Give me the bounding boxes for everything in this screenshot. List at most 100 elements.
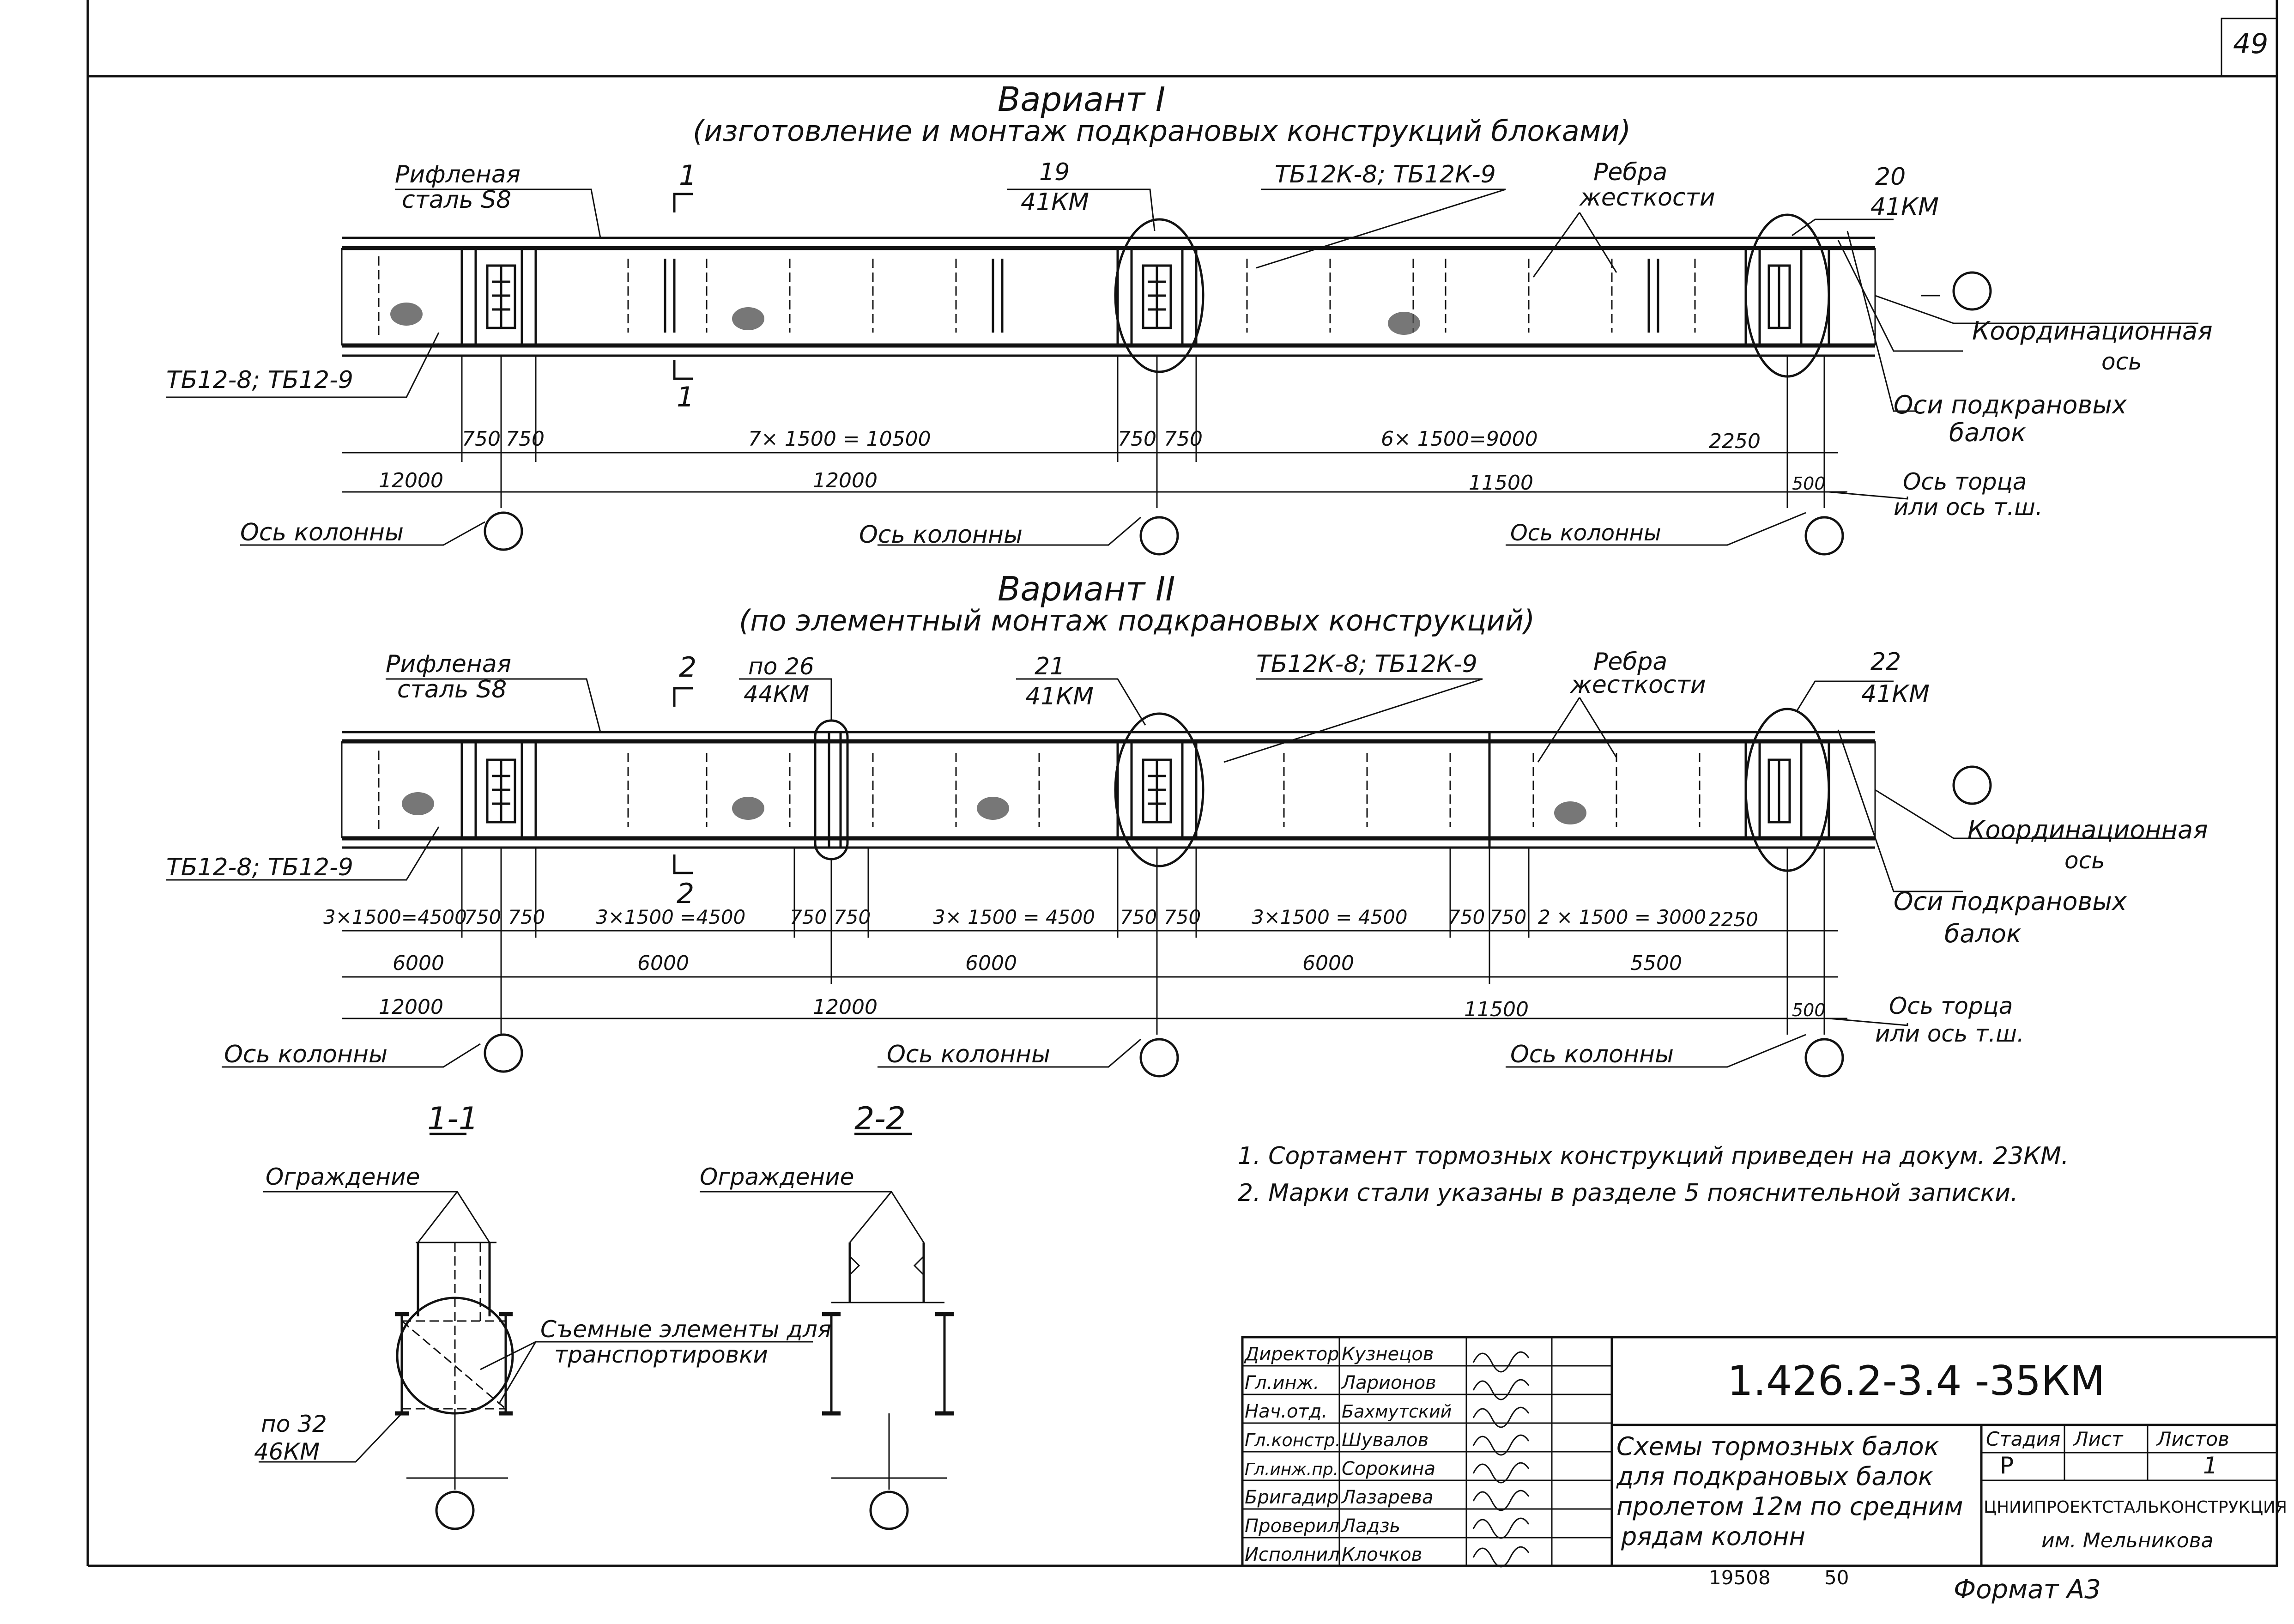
variant2-dim: 6000 [1302, 951, 1354, 975]
variant2-mark21-num: 21 [1035, 653, 1065, 680]
variant2-title: Вариант II [998, 570, 1175, 608]
variant2-dim: 750 [1164, 906, 1201, 928]
footer-number: 19508 [1709, 1566, 1771, 1589]
section-2-2-fence-label: Ограждение [700, 1163, 854, 1190]
variant1-dim: 12000 [379, 469, 443, 492]
variant1-mark19-doc: 41КМ [1021, 188, 1089, 216]
variant1-dim: 750 [1118, 427, 1156, 451]
description-line: рядам колонн [1621, 1522, 1805, 1551]
variant1-dim: 500 [1792, 473, 1826, 494]
variant1-mark19-num: 19 [1039, 158, 1070, 186]
variant2-column-axis-label: Ось колонны [887, 1041, 1050, 1068]
sheet-header: Лист [2073, 1428, 2124, 1450]
notes: 1. Сортамент тормозных конструкций приве… [1238, 1142, 2069, 1207]
variant2-plan [166, 678, 2175, 1078]
variant2-beam-axes-2: балок [1944, 919, 2022, 948]
signer-name: Клочков [1342, 1544, 1422, 1565]
section-1-1-title: 1-1 [427, 1101, 478, 1137]
variant1-beam-axes-2: балок [1949, 418, 2026, 447]
variant2-dim: 750 [1489, 906, 1526, 928]
org-sub: им. Мельникова [2041, 1529, 2214, 1552]
variant1-end-axis-1: Ось торца [1903, 468, 2027, 495]
variant2-dim: 2 × 1500 = 3000 [1538, 906, 1706, 928]
variant2-dim: 750 [1120, 906, 1157, 928]
variant2-mark26-doc: 44КМ [744, 681, 809, 708]
variant1-coord-axis-2: ось [2101, 348, 2142, 375]
variant1-subtitle: (изготовление и монтаж подкрановых конст… [693, 114, 1631, 148]
sheet-number: 49 [2233, 28, 2268, 60]
variant2-beam-axes-1: Оси подкрановых [1894, 887, 2127, 916]
title-block [1241, 1336, 2278, 1567]
variant1-column-axis-label: Ось колонны [859, 521, 1023, 549]
signer-name: Лазарева [1341, 1487, 1433, 1508]
variant2-column-axis-label: Ось колонны [1510, 1041, 1674, 1068]
variant2-dim: 3× 1500 = 4500 [933, 906, 1095, 928]
signer-name: Шувалов [1342, 1430, 1428, 1451]
variant1-dim: 11500 [1469, 471, 1533, 495]
note-2: 2. Марки стали указаны в разделе 5 поясн… [1238, 1179, 2018, 1207]
variant2-subtitle: (по элементный монтаж подкрановых констр… [739, 604, 1535, 637]
variant2-dim: 750 [464, 906, 501, 928]
variant1-dim: 6× 1500=9000 [1381, 427, 1538, 451]
variant2-mark26-num: по 26 [748, 653, 814, 680]
footer-number: 50 [1824, 1566, 1849, 1589]
variant2-dim: 750 [508, 906, 545, 928]
signer-role: Нач.отд. [1245, 1401, 1327, 1422]
variant1-mark20-doc: 41КМ [1870, 193, 1939, 221]
format-label: Формат А3 [1954, 1575, 2101, 1605]
variant1-dim: 2250 [1709, 430, 1761, 453]
section-1-1-mark32-num: по 32 [261, 1411, 327, 1437]
note-1: 1. Сортамент тормозных конструкций приве… [1238, 1142, 2069, 1170]
variant2-dim: 6000 [393, 951, 444, 975]
variant2-ribs-label-1: Ребра [1593, 648, 1667, 676]
signer-name: Ларионов [1341, 1372, 1436, 1394]
variant1-steel-label-1: Рифленая [395, 161, 521, 188]
variant1-dim: 7× 1500 = 10500 [748, 427, 931, 451]
signer-name: Кузнецов [1342, 1344, 1434, 1365]
section-1-1-labels: 1-1 Ограждение Съемные элементы для тран… [254, 1101, 831, 1465]
signer-role: Директор [1244, 1344, 1339, 1365]
variant1-plan [166, 188, 2198, 556]
variant2-mark21-doc: 41КМ [1025, 683, 1094, 710]
signer-role: Бригадир [1245, 1487, 1338, 1508]
variant1-tb12-label: ТБ12-8; ТБ12-9 [166, 366, 353, 394]
variant2-dim: 750 [834, 906, 871, 928]
variant2-coord-axis-2: ось [2064, 847, 2105, 874]
signer-role: Гл.констр. [1245, 1430, 1341, 1450]
variant1-column-axis-label: Ось колонны [1510, 520, 1661, 546]
variant1-end-axis-2: или ось т.ш. [1894, 494, 2043, 521]
section-1-1-removable-2: транспортировки [554, 1341, 768, 1368]
variant2-dim: 3×1500 = 4500 [1252, 906, 1408, 928]
variant2-dim: 6000 [965, 951, 1017, 975]
variant1-mark20-num: 20 [1875, 163, 1906, 191]
sheets-value: 1 [2203, 1452, 2218, 1479]
section-1-1 [259, 1133, 813, 1530]
variant2-steel-label-2: сталь S8 [397, 676, 507, 703]
variant1-dim: 12000 [813, 469, 878, 492]
variant2-steel-label-1: Рифленая [386, 650, 511, 678]
signer-role: Гл.инж.пр. [1245, 1460, 1338, 1479]
variant1-section-mark-bottom: 1 [677, 381, 694, 413]
variant2-dim: 6000 [637, 951, 689, 975]
description-line: Схемы тормозных балок [1616, 1432, 1939, 1461]
variant2-labels: Вариант II (по элементный монтаж подкран… [166, 570, 2208, 1068]
variant1-section-mark-top: 1 [679, 159, 696, 192]
section-2-2-labels: 2-2 Ограждение [700, 1101, 906, 1190]
section-2-2-title: 2-2 [854, 1101, 906, 1137]
title-block-signers: Директор Кузнецов Гл.инж. Ларионов Нач.о… [1244, 1344, 1530, 1568]
variant2-dim: 3×1500 =4500 [596, 906, 745, 928]
variant2-dim: 12000 [379, 995, 443, 1019]
variant1-coord-axis-1: Координационная [1972, 316, 2213, 345]
variant1-steel-label-2: сталь S8 [402, 186, 511, 214]
variant1-ribs-label-2: жесткости [1579, 184, 1715, 212]
variant2-dim: 750 [1448, 906, 1485, 928]
variant2-dim: 2250 [1709, 908, 1758, 931]
sheets-header: Листов [2156, 1428, 2229, 1450]
variant1-beam-axes-1: Оси подкрановых [1894, 390, 2127, 419]
variant2-tb12-label: ТБ12-8; ТБ12-9 [166, 854, 353, 881]
doc-code: 1.426.2-3.4 -35КМ [1727, 1357, 2105, 1405]
variant2-dim: 3×1500=4500 [323, 906, 467, 928]
variant2-dim: 11500 [1464, 998, 1529, 1021]
section-2-2 [700, 1133, 954, 1530]
